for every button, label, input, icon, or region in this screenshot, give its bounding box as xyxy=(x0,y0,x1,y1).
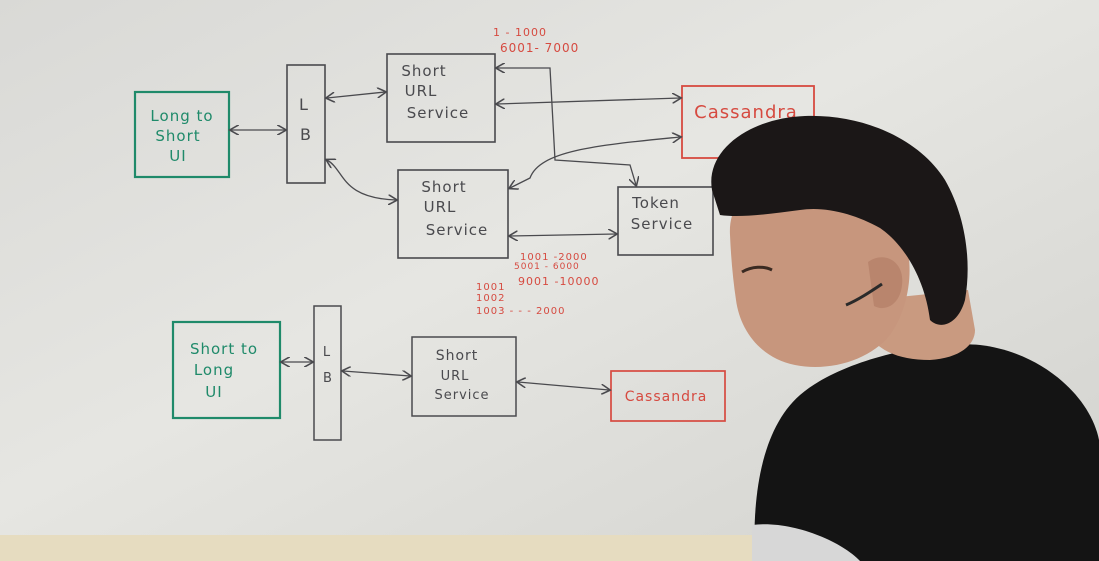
presenter xyxy=(711,115,1099,561)
token-service: Token Service xyxy=(617,186,714,256)
service-bottom-line-1: Short xyxy=(436,348,479,364)
presenter-face xyxy=(729,179,910,367)
service-bottom-line-2: URL xyxy=(441,369,470,384)
range-4: 5001 - 6000 xyxy=(514,262,580,272)
presenter-brow xyxy=(741,265,773,274)
load-balancer-top: L B xyxy=(286,64,326,184)
service-1-line-1: Short xyxy=(401,62,446,80)
lb-letter-1: L xyxy=(299,95,309,114)
cassandra-bottom: Cassandra xyxy=(610,370,726,422)
service-2-line-2: URL xyxy=(424,198,457,216)
ui-bottom-line-1: Short to xyxy=(190,340,258,358)
short-url-service-2: Short URL Service xyxy=(397,169,509,259)
lb-bottom-letter-1: L xyxy=(323,345,331,360)
ui-bottom-line-2: Long xyxy=(194,361,234,379)
counter-3: 1003 - - - 2000 xyxy=(476,306,565,317)
range-5: 9001 -10000 xyxy=(518,275,599,288)
counter-2: 1002 xyxy=(476,293,505,304)
token-line-1: Token xyxy=(631,194,680,212)
ranges-service-2: 1001 -2000 5001 - 6000 9001 -10000 xyxy=(514,252,599,288)
short-to-long-ui-box: Short to Long UI xyxy=(171,320,282,420)
service-1-line-3: Service xyxy=(407,104,469,122)
top-connectors xyxy=(231,68,680,236)
service-1-line-2: URL xyxy=(405,82,438,100)
bottom-connectors xyxy=(282,362,609,390)
cassandra-bottom-label: Cassandra xyxy=(625,389,708,405)
range-2: 6001- 7000 xyxy=(500,41,579,55)
microphone xyxy=(845,282,883,307)
token-line-2: Service xyxy=(631,215,693,233)
range-1: 1 - 1000 xyxy=(493,26,547,39)
service-bottom-line-3: Service xyxy=(434,388,489,403)
ui-line-3: UI xyxy=(169,147,186,165)
lb-bottom-letter-2: B xyxy=(323,371,333,386)
presenter-hair xyxy=(711,115,968,325)
short-url-service-bottom: Short URL Service xyxy=(411,336,517,417)
ranges-service-1: 1 - 1000 6001- 7000 xyxy=(493,26,579,55)
presenter-ear xyxy=(868,257,903,309)
service-2-line-1: Short xyxy=(421,178,466,196)
cassandra-top-label: Cassandra xyxy=(694,102,798,123)
counter-1: 1001 xyxy=(476,282,505,293)
ui-bottom-line-3: UI xyxy=(205,383,222,401)
counter-notes: 1001 1002 1003 - - - 2000 xyxy=(476,282,565,317)
ui-line-1: Long to xyxy=(150,107,213,125)
range-3: 1001 -2000 xyxy=(520,252,588,263)
lb-letter-2: B xyxy=(300,125,312,144)
service-2-line-3: Service xyxy=(426,221,488,239)
presenter-shirt xyxy=(754,344,1099,561)
shirt-print xyxy=(752,524,860,561)
ui-line-2: Short xyxy=(155,127,200,145)
